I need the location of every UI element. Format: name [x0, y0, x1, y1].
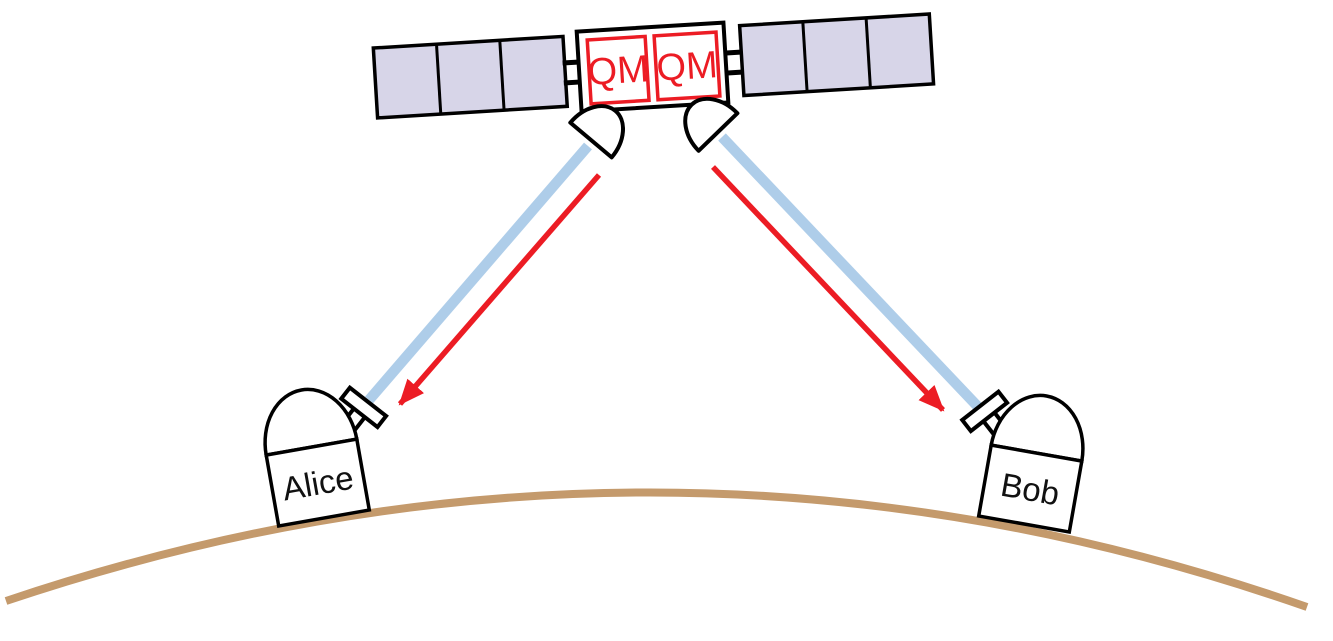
qm-box-right: [652, 30, 722, 102]
earth-surface: [4, 488, 1309, 611]
qm-module-right: QM: [652, 30, 722, 102]
downlink-beam-right: [718, 133, 986, 415]
signal-arrow-right: [711, 165, 945, 412]
panel-connector: [562, 59, 580, 66]
solar-panel-right-frame: [737, 12, 936, 98]
signal-arrow-left: [397, 173, 602, 406]
qm-box-left: [585, 34, 651, 106]
panel-divider: [498, 40, 506, 111]
horn-antenna-right: [683, 96, 740, 153]
panel-connector: [725, 69, 744, 76]
solar-panel-right: [737, 12, 936, 98]
panel-connector: [724, 49, 743, 56]
downlink-beam-left: [365, 142, 592, 404]
panel-divider: [435, 44, 443, 115]
solar-panel-left-frame: [371, 34, 570, 120]
satellite: QM QM: [371, 12, 936, 120]
qm-module-left: QM: [585, 34, 651, 106]
observatory-dome: [263, 387, 359, 458]
horn-dish-left: [568, 104, 625, 160]
qm-label-left: QM: [586, 48, 650, 94]
observatory-base: [976, 443, 1084, 535]
solar-panel-left: [371, 34, 570, 120]
telescope-plate: [959, 388, 1010, 434]
panel-connector: [563, 79, 581, 86]
panel-divider: [864, 17, 872, 88]
observatory-dome: [989, 393, 1085, 464]
horn-antenna-left: [568, 104, 625, 160]
telescope-plate: [338, 384, 389, 430]
horn-dish-right: [683, 96, 740, 153]
observatory-base: [264, 437, 372, 529]
panel-divider: [801, 21, 809, 92]
ground-station-alice: Alice: [263, 384, 389, 529]
ground-station-bob: Bob: [959, 388, 1085, 535]
qm-label-right: QM: [655, 44, 719, 90]
